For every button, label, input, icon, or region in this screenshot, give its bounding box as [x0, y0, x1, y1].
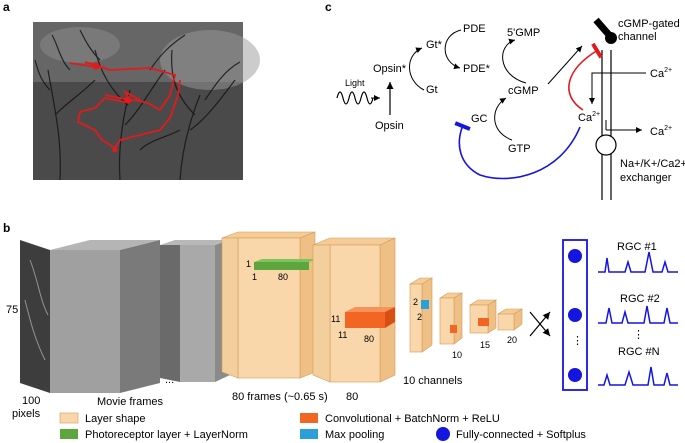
ca-in-label: Ca2+	[650, 67, 672, 80]
pde-activation-arrow	[444, 29, 462, 70]
movie-frame-left	[20, 240, 50, 393]
panel-label-b: b	[3, 221, 10, 235]
cgmp-label: cGMP	[508, 85, 539, 97]
gt-activation-arrow	[409, 47, 425, 91]
photo-dim-1: 1	[246, 259, 251, 269]
fc-unit	[568, 308, 582, 322]
ca-efflux-arrow	[605, 120, 642, 130]
dim-75: 75	[6, 304, 18, 316]
gt-star-label: Gt*	[426, 39, 443, 51]
dim-100: 100	[22, 395, 40, 407]
legend-pool: Max pooling	[325, 429, 384, 441]
frames-80-label: 80 frames (~0.65 s)	[232, 391, 328, 403]
ca-mid-label: Ca2+	[578, 111, 600, 124]
exchanger-circle	[595, 134, 617, 156]
phototransduction-diagram: Light Opsin* Opsin Gt* Gt PDE PDE* 5'GMP…	[336, 17, 685, 200]
cgmp-hydrolysis-arrow	[502, 38, 527, 84]
gc-label: GC	[471, 113, 488, 125]
movie-frames-block	[180, 245, 215, 382]
trajectory-marker	[112, 147, 118, 153]
layer-block-4	[439, 297, 455, 345]
conv-dim-2: 11	[338, 330, 347, 340]
block6-20-label: 20	[507, 335, 517, 345]
exchanger-label-2: exchanger	[620, 172, 672, 184]
channel-label-2: channel	[618, 31, 657, 43]
legend-swatch-pool	[300, 429, 318, 439]
legend-fc: Fully-connected + Softplus	[456, 429, 586, 441]
panel-label-a: a	[3, 0, 10, 14]
legend-swatch-layer-shape	[59, 412, 79, 424]
ten-channels-label: 10 channels	[403, 375, 463, 387]
legend-swatch-fc	[436, 427, 450, 441]
eye-trajectory	[69, 61, 181, 150]
rgcn-label: RGC #N	[618, 346, 660, 358]
rgc1-label: RGC #1	[617, 241, 657, 253]
rgc-dots: ⋮	[633, 329, 644, 341]
pool-dim-1: 2	[413, 297, 418, 307]
natural-movie-image	[33, 22, 260, 181]
cgmp-binding-site	[605, 32, 617, 44]
ca-channel-inhibition	[568, 42, 603, 111]
layer-block-3	[409, 283, 423, 353]
ca-mid-sup: 2+	[592, 111, 600, 118]
fc-dots: ⋮	[572, 335, 583, 347]
ca-influx-arrow	[589, 72, 646, 104]
legend-swatch-conv	[300, 413, 318, 423]
gtp-synthesis-arrow	[494, 97, 513, 141]
opsin-label: Opsin	[375, 120, 404, 132]
block5-15-label: 15	[480, 340, 490, 350]
conv-dim-3: 80	[364, 334, 374, 344]
legend-layer-shape: Layer shape	[85, 413, 146, 425]
block4-10-label: 10	[452, 350, 462, 360]
ca-in-sup: 2+	[664, 67, 672, 74]
trajectory-markers	[92, 62, 132, 153]
panel-label-c: c	[325, 0, 332, 14]
gtp-label: GTP	[508, 143, 531, 155]
movie-block-top	[50, 240, 160, 250]
exchanger-label-1: Na+/K+/Ca2+	[620, 158, 685, 170]
conv-layer-2	[450, 325, 457, 333]
legend-photoreceptor: Photoreceptor layer + LayerNorm	[85, 429, 248, 441]
legend-swatch-photoreceptor	[60, 429, 78, 439]
legend-conv: Convolutional + BatchNorm + ReLU	[325, 413, 500, 425]
cgmp-channel-arrow	[547, 45, 583, 85]
light-wave-icon	[336, 91, 374, 105]
block2-80-label: 80	[346, 391, 358, 403]
pool-layer	[421, 300, 429, 309]
ca-gc-inhibition	[454, 121, 581, 180]
pool-dim-2: 2	[417, 312, 422, 322]
rgcn-trace	[598, 366, 678, 386]
photo-dim-3: 80	[278, 272, 288, 282]
ca-out-sup: 2+	[664, 125, 672, 132]
conv-layer-1	[345, 312, 385, 328]
dim-pixels: pixels	[12, 408, 41, 420]
conv-dim-1: 11	[331, 314, 340, 324]
pde-star-label: PDE*	[463, 63, 491, 75]
trajectory-marker	[92, 62, 100, 70]
fc-unit	[568, 368, 582, 382]
light-label: Light	[345, 78, 365, 88]
movie-block-side	[120, 240, 160, 393]
layer-block-6	[497, 313, 515, 331]
opsin-star-label: Opsin*	[373, 63, 407, 75]
channel-label-1: cGMP-gated	[618, 18, 680, 30]
fc-arrow-up	[529, 311, 551, 337]
rgc2-label: RGC #2	[620, 293, 660, 305]
photo-dim-2: 1	[252, 272, 257, 282]
ca-out-label: Ca2+	[650, 125, 672, 138]
5gmp-label: 5'GMP	[507, 27, 540, 39]
conv-layer-3	[478, 318, 489, 326]
rgc1-trace	[598, 251, 678, 273]
gt-label: Gt	[426, 84, 438, 96]
photoreceptor-layer	[254, 262, 309, 270]
trajectory-marker	[124, 96, 132, 104]
fc-unit	[568, 249, 582, 263]
rgc2-trace	[598, 305, 678, 324]
pde-label: PDE	[463, 23, 486, 35]
movie-frames-label: Movie frames	[97, 396, 164, 408]
ellipsis: ...	[165, 374, 174, 386]
network-diagram: 75 100 pixels Movie frames ... 1 1 80 80…	[6, 231, 678, 441]
